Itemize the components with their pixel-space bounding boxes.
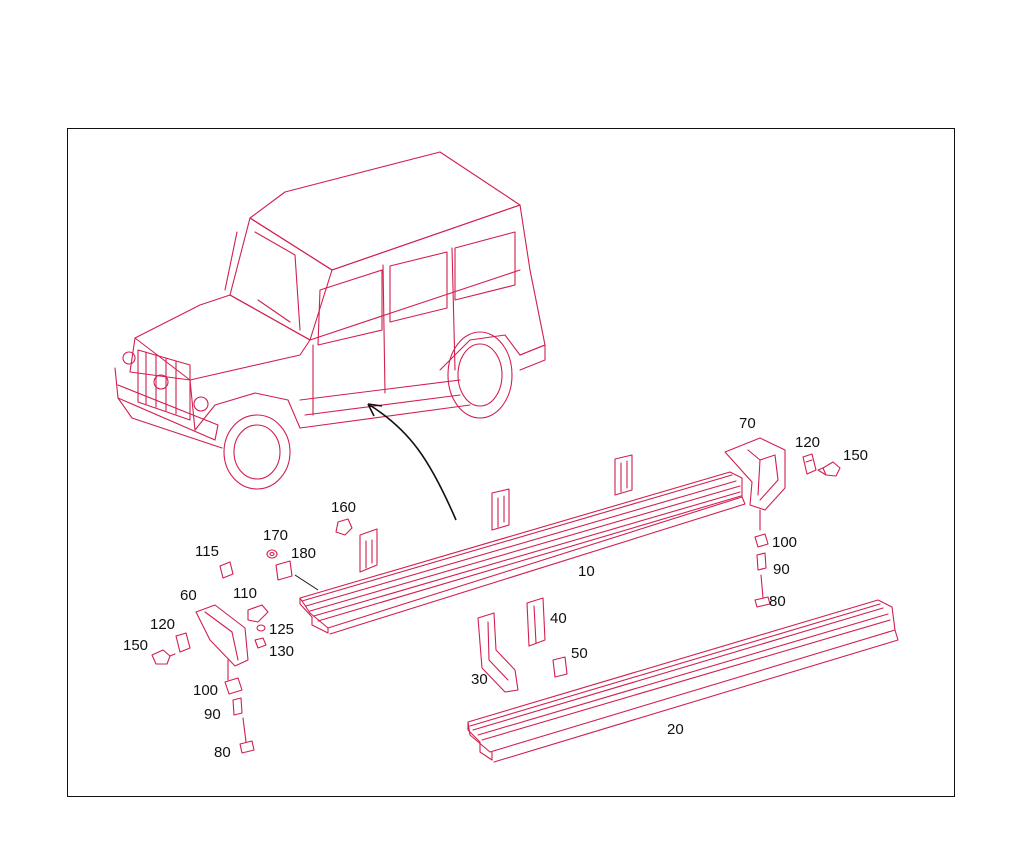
callout-180: 180 — [291, 545, 317, 562]
running-board-main — [299, 471, 746, 635]
assembly-arrow — [367, 403, 457, 521]
running-board-bracket — [614, 454, 633, 496]
callout-60: 60 — [180, 587, 197, 604]
callout-170: 170 — [263, 527, 289, 544]
callout-115: 115 — [195, 543, 219, 560]
clip-nut — [175, 632, 191, 653]
callout-130: 130 — [269, 643, 295, 660]
mounting-bracket — [477, 612, 519, 693]
callout-125: 125 — [269, 621, 295, 638]
callout-150-right: 150 — [843, 447, 869, 464]
front-end-cap — [195, 604, 249, 681]
vehicle-outline — [114, 151, 546, 490]
sleeve — [756, 552, 767, 571]
callout-90-left: 90 — [204, 706, 221, 723]
clip — [219, 561, 234, 579]
running-board-bracket — [359, 528, 378, 573]
clip — [247, 604, 269, 623]
running-board-spare — [467, 599, 899, 763]
callout-120-right: 120 — [795, 434, 821, 451]
nut — [335, 518, 353, 536]
callout-150-left: 150 — [123, 637, 149, 654]
screw — [817, 461, 841, 477]
washer — [266, 549, 278, 559]
end-cap-rear — [724, 437, 786, 531]
spacer-block — [754, 533, 769, 548]
screw — [151, 649, 176, 665]
callout-40: 40 — [550, 610, 567, 627]
clip-nut — [802, 453, 817, 475]
callout-80-left: 80 — [214, 744, 231, 761]
nut — [254, 637, 267, 649]
bolt — [754, 574, 771, 608]
callout-100-left: 100 — [193, 682, 219, 699]
callout-90-right: 90 — [773, 561, 790, 578]
sleeve — [232, 697, 243, 716]
callout-10: 10 — [578, 563, 595, 580]
clip — [275, 560, 293, 581]
callout-110: 110 — [233, 585, 257, 602]
callout-30: 30 — [471, 671, 488, 688]
diagram-frame — [67, 128, 955, 797]
running-board-bracket — [491, 488, 510, 531]
callout-80-right: 80 — [769, 593, 786, 610]
callout-70: 70 — [739, 415, 756, 432]
callout-100-right: 100 — [772, 534, 798, 551]
callout-160: 160 — [331, 499, 357, 516]
clip — [552, 656, 568, 678]
spacer-block — [224, 677, 243, 695]
leader-lines — [294, 574, 319, 591]
bolt — [239, 717, 255, 754]
washer — [256, 624, 266, 632]
mounting-plate — [526, 597, 546, 647]
callout-20: 20 — [667, 721, 684, 738]
callout-50: 50 — [571, 645, 588, 662]
callout-120-left: 120 — [150, 616, 176, 633]
